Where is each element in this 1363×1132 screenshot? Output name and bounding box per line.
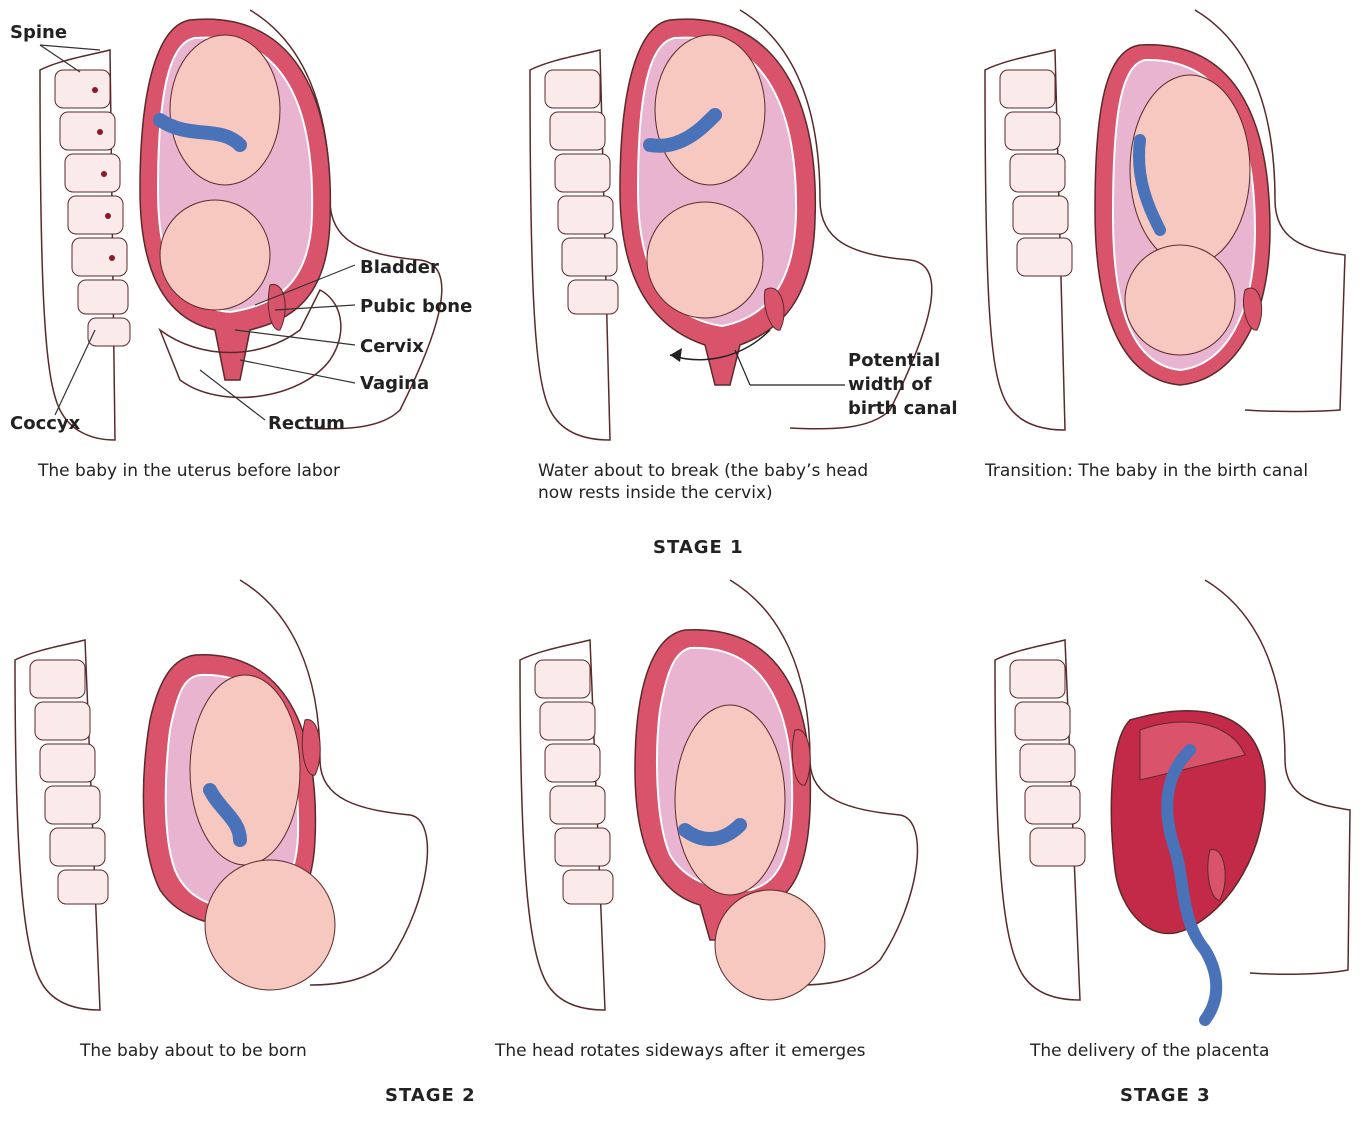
illustration-about-to-be-born (0, 580, 480, 1050)
panel-placenta: The delivery of the placenta (980, 580, 1363, 1080)
caption-water-break-1: Water about to break (the baby’s head (538, 460, 868, 482)
stage-2-title: STAGE 2 (385, 1085, 476, 1106)
label-bladder: Bladder (360, 257, 439, 279)
caption-about-to-be-born: The baby about to be born (80, 1040, 307, 1062)
label-spine: Spine (10, 22, 67, 44)
caption-transition: Transition: The baby in the birth canal (985, 460, 1308, 482)
label-pubic-bone: Pubic bone (360, 296, 472, 318)
label-vagina: Vagina (360, 373, 429, 395)
caption-head-rotates: The head rotates sideways after it emerg… (495, 1040, 866, 1062)
panel-head-rotates: The head rotates sideways after it emerg… (495, 580, 975, 1080)
stage-1-title: STAGE 1 (653, 537, 744, 558)
illustration-placenta (980, 580, 1363, 1050)
label-rectum: Rectum (268, 413, 345, 435)
label-birth-canal-1: Potential (848, 350, 940, 372)
panel-water-break: Potential width of birth canal Water abo… (500, 0, 980, 520)
label-coccyx: Coccyx (10, 413, 80, 435)
panel-transition: Transition: The baby in the birth canal (975, 0, 1363, 520)
caption-placenta: The delivery of the placenta (1030, 1040, 1269, 1062)
caption-water-break-2: now rests inside the cervix) (538, 482, 773, 504)
illustration-head-rotates (495, 580, 975, 1050)
illustration-transition (975, 0, 1363, 460)
stage-3-title: STAGE 3 (1120, 1085, 1211, 1106)
label-cervix: Cervix (360, 336, 424, 358)
panel-about-to-be-born: The baby about to be born (0, 580, 480, 1080)
label-birth-canal-3: birth canal (848, 398, 958, 420)
panel-before-labor: Spine Bladder Pubic bone Cervix Vagina C… (0, 0, 480, 520)
spine-vertebrae (55, 70, 130, 346)
label-birth-canal-2: width of (848, 374, 932, 396)
caption-before-labor: The baby in the uterus before labor (38, 460, 340, 482)
